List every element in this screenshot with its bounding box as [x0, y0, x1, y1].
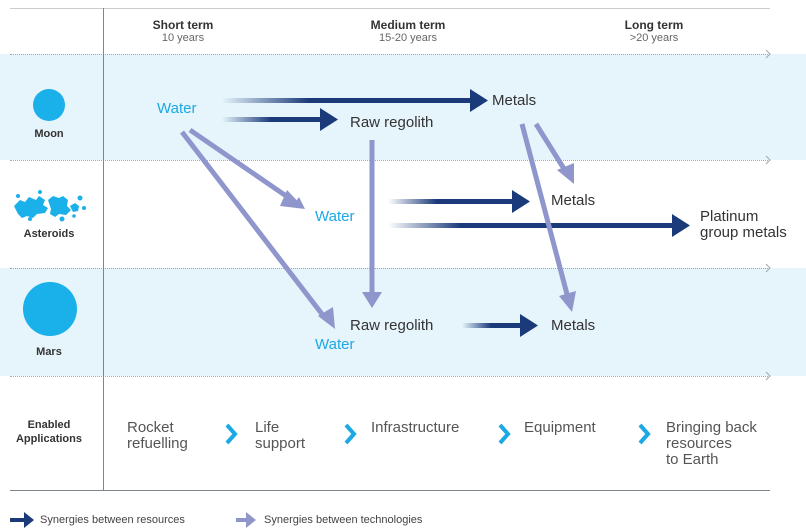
column-title: Medium term [370, 18, 446, 32]
mars-water-node: Water [315, 336, 355, 353]
row-divider [10, 376, 770, 377]
resource-arrow [222, 89, 488, 112]
legend-light-arrow [236, 512, 256, 528]
moon-icon [33, 89, 65, 121]
column-medium-term: Medium term 15-20 years [338, 18, 478, 45]
column-subtitle: 10 years [161, 32, 205, 44]
bottom-rule [10, 490, 770, 491]
asteroid-metals-node: Metals [551, 192, 596, 209]
chevron-right-icon [344, 423, 357, 445]
application-infrastructure: Infrastructure [371, 419, 460, 436]
resource-arrow [388, 190, 530, 213]
mars-band [0, 268, 806, 376]
row-label-mars: Mars [36, 346, 62, 358]
chevron-right-icon [638, 423, 651, 445]
column-subtitle: >20 years [629, 32, 679, 44]
column-short-term: Short term 10 years [113, 18, 253, 45]
legend-resources-label: Synergies between resources [40, 514, 185, 526]
top-rule [10, 8, 770, 9]
legend-technologies-label: Synergies between technologies [264, 514, 423, 526]
application-equipment: Equipment [524, 419, 596, 436]
resource-arrow [388, 214, 690, 237]
asteroids-icon [14, 190, 86, 222]
row-label-asteroids: Asteroids [23, 228, 75, 240]
column-title: Short term [152, 18, 214, 32]
column-title: Long term [624, 18, 684, 32]
technology-arrow [180, 130, 327, 320]
row-divider [10, 160, 770, 161]
label-column-divider [103, 8, 104, 490]
row-divider [10, 54, 770, 55]
legend-dark-arrow [10, 512, 34, 528]
resource-arrow [222, 108, 338, 131]
moon-water-node: Water [157, 100, 197, 117]
row-label-applications: Enabled Applications [15, 419, 82, 445]
mars-metals-node: Metals [551, 317, 596, 334]
mars-icon [23, 282, 77, 336]
technology-arrow [188, 127, 294, 203]
moon-regolith-node: Raw regolith [350, 114, 434, 131]
application-rocket-refuelling: Rocket refuelling [127, 419, 188, 452]
application-life-support: Life support [255, 419, 306, 452]
column-long-term: Long term >20 years [584, 18, 724, 45]
application-bringing-back-resources: Bringing back resources to Earth [666, 419, 757, 468]
row-divider [10, 268, 770, 269]
asteroid-platinum-node: Platinum group metals [700, 208, 787, 241]
moon-metals-node: Metals [492, 92, 537, 109]
technology-arrow [533, 122, 569, 174]
technology-arrow [519, 123, 571, 299]
resource-arrow [462, 314, 538, 337]
row-label-moon: Moon [34, 128, 64, 140]
mars-regolith-node: Raw regolith [350, 317, 434, 334]
moon-band [0, 54, 806, 160]
column-subtitle: 15-20 years [378, 32, 438, 44]
chevron-right-icon [498, 423, 511, 445]
asteroid-water-node: Water [315, 208, 355, 225]
chevron-right-icon [225, 423, 238, 445]
